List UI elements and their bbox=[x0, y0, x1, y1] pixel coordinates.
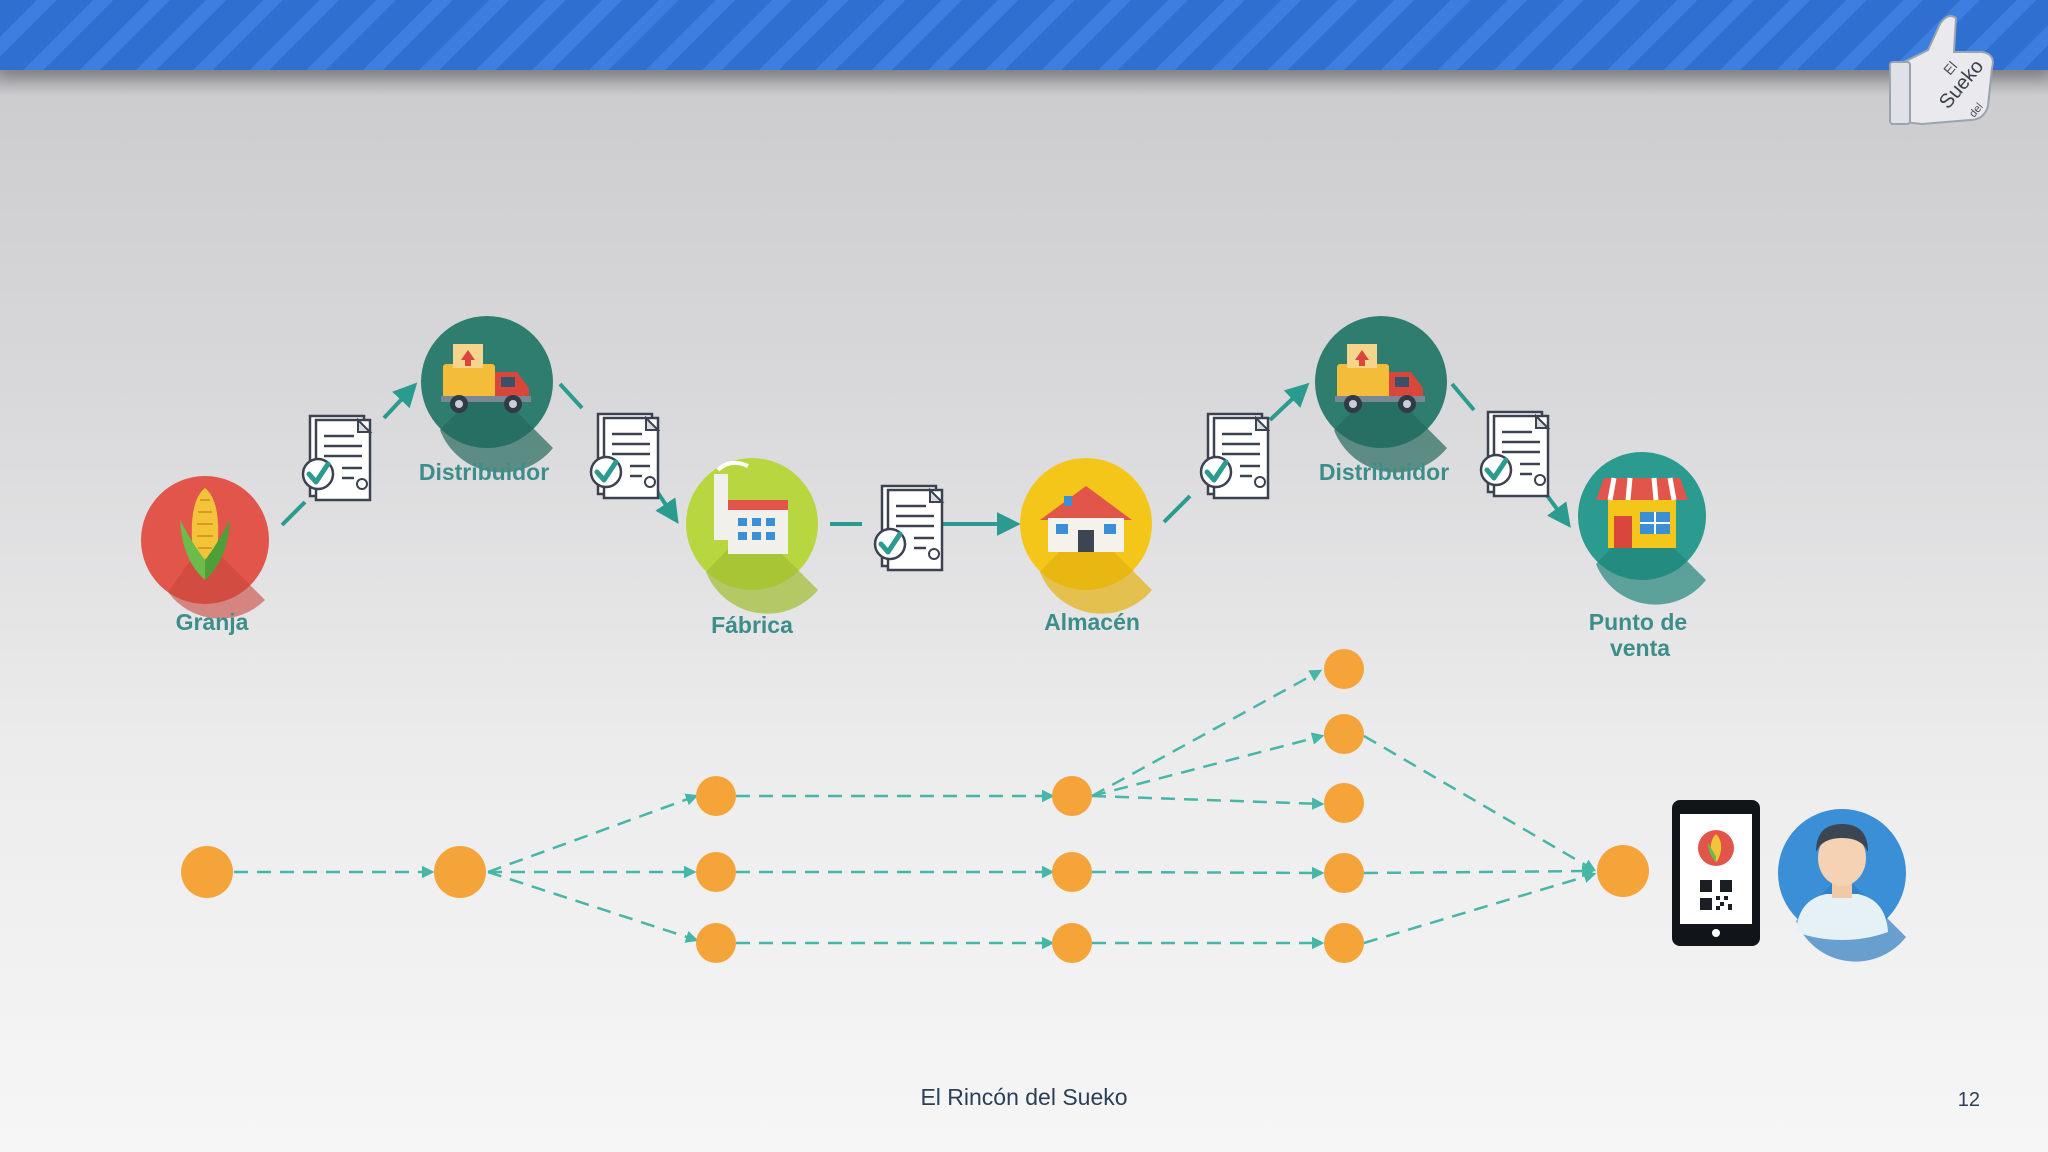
label-punto-venta-line1: Punto de bbox=[1589, 609, 1687, 635]
connector bbox=[487, 793, 699, 874]
label-distribuidor-2: Distribuidor bbox=[1319, 459, 1449, 485]
warehouse-icon bbox=[1040, 486, 1132, 552]
node-level-2 bbox=[696, 923, 736, 963]
page-number: 12 bbox=[1957, 1089, 1980, 1111]
certificate-icon-1 bbox=[303, 416, 370, 500]
arrow-doc-distribuidor-2 bbox=[1268, 382, 1310, 422]
arrow-distribuidor-doc bbox=[558, 382, 584, 410]
stage-fabrica bbox=[686, 458, 818, 614]
traceability-nodes bbox=[181, 649, 1649, 963]
connector bbox=[1363, 864, 1595, 878]
label-distribuidor-1: Distribuidor bbox=[419, 459, 549, 485]
footer-title: El Rincón del Sueko bbox=[920, 1084, 1128, 1110]
node-level-2 bbox=[696, 852, 736, 892]
stage-almacen bbox=[1020, 458, 1152, 614]
node-level-4 bbox=[1324, 714, 1364, 754]
arrow-doc-punto-venta bbox=[1544, 492, 1571, 528]
certificate-icon-3 bbox=[875, 486, 942, 570]
header-shadow bbox=[0, 70, 2048, 96]
connector bbox=[1091, 794, 1325, 810]
node-final bbox=[1597, 845, 1649, 897]
connector bbox=[1363, 734, 1597, 872]
node-level-3 bbox=[1052, 776, 1092, 816]
certificate-icon-2 bbox=[591, 414, 658, 498]
traceability-connectors bbox=[234, 669, 1597, 950]
arrow-almacen-doc bbox=[1162, 494, 1192, 524]
smartphone-icon bbox=[1672, 800, 1760, 946]
corn-icon bbox=[180, 488, 230, 580]
factory-icon bbox=[714, 460, 788, 554]
label-granja: Granja bbox=[176, 609, 249, 635]
stage-distribuidor-1 bbox=[421, 316, 553, 473]
connector bbox=[487, 870, 699, 943]
node-level-2 bbox=[696, 776, 736, 816]
node-level-3 bbox=[1052, 852, 1092, 892]
arrow-doc-fabrica bbox=[654, 488, 679, 524]
sueko-logo: El Sueko del bbox=[1889, 15, 1994, 126]
node-distribution bbox=[434, 846, 486, 898]
stage-punto-venta bbox=[1578, 452, 1706, 605]
arrow-granja-doc bbox=[280, 500, 307, 527]
node-level-4 bbox=[1324, 783, 1364, 823]
stage-distribuidor-2 bbox=[1315, 316, 1447, 473]
node-origin bbox=[181, 846, 233, 898]
node-level-3 bbox=[1052, 923, 1092, 963]
certificate-icon-4 bbox=[1201, 414, 1268, 498]
label-fabrica: Fábrica bbox=[711, 612, 793, 638]
certificate-icon-5 bbox=[1481, 412, 1548, 496]
node-level-4 bbox=[1324, 649, 1364, 689]
arrow-doc-distribuidor bbox=[382, 382, 418, 420]
consumer-avatar-icon bbox=[1778, 809, 1906, 962]
node-level-4 bbox=[1324, 853, 1364, 893]
header-banner bbox=[0, 0, 2048, 70]
stage-granja bbox=[141, 476, 269, 619]
qr-code-icon bbox=[1700, 880, 1732, 910]
label-punto-venta-line2: venta bbox=[1610, 635, 1670, 661]
connector bbox=[1091, 669, 1323, 798]
arrow-distribuidor-2-doc bbox=[1450, 382, 1476, 412]
label-almacen: Almacén bbox=[1044, 609, 1140, 635]
connector bbox=[1363, 870, 1597, 945]
node-level-4 bbox=[1324, 923, 1364, 963]
connector bbox=[1091, 732, 1325, 798]
connector bbox=[1091, 866, 1325, 880]
shop-icon bbox=[1596, 477, 1688, 548]
